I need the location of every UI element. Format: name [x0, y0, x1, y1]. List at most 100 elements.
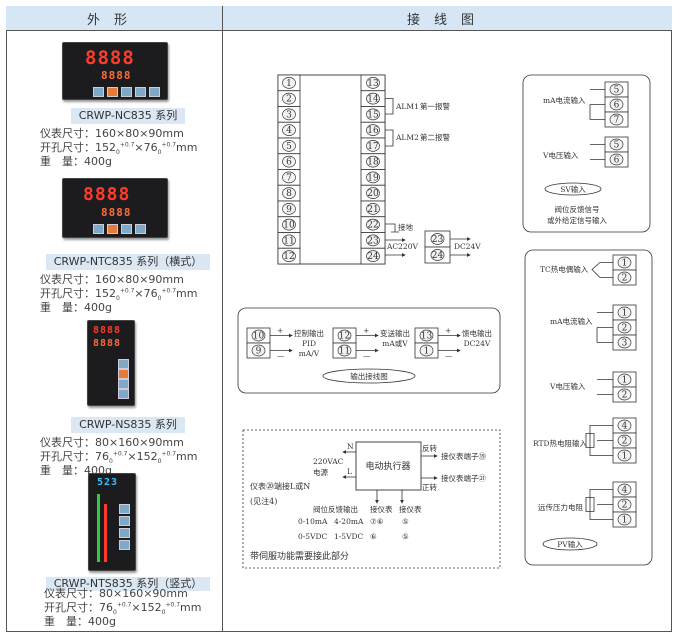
pv-wires: [585, 489, 613, 520]
terminal-number: 7: [286, 173, 292, 183]
product-name: CRWP-NC835 系列: [70, 108, 186, 124]
output-wiring-box: [237, 307, 501, 394]
terminal-circle: [366, 187, 380, 199]
pv-wires: [591, 262, 613, 278]
terminal-number: 6: [614, 101, 620, 111]
servo-note1: 仪表⑳端接L或N: [250, 481, 310, 491]
reverse-label: 反转: [422, 443, 437, 453]
product-image-nts835: 523: [88, 473, 136, 571]
terminal-number: 6: [614, 156, 620, 166]
terminal-circle: [419, 329, 434, 342]
pv-group-label: mA电流输入: [550, 316, 593, 326]
terminal-circle: [617, 256, 632, 269]
terminal-number: 16: [367, 126, 379, 136]
output-desc: 馈电输出: [462, 328, 492, 338]
sv-desc1: 阀位反馈信号: [555, 204, 600, 214]
terminal-number: 18: [367, 158, 379, 168]
pv-group-label: TC热电偶输入: [540, 264, 589, 274]
header-wiring: 接线图: [223, 6, 672, 31]
terminal-number: 23: [367, 236, 379, 246]
svg-text:⑦⑥: ⑦⑥: [370, 517, 384, 526]
svg-text:1-5VDC: 1-5VDC: [334, 532, 364, 541]
svg-text:⑥: ⑥: [370, 532, 377, 541]
terminal-circle: [282, 124, 296, 136]
pv-wires: [596, 312, 613, 343]
alm2-desc: 第二报警: [420, 132, 450, 142]
alm1-desc: 第一报警: [420, 101, 450, 111]
minus-sign: —: [363, 351, 371, 360]
terminal-number: 2: [622, 391, 628, 401]
terminal-circle: [419, 344, 434, 357]
terminal-number: 11: [339, 347, 350, 357]
terminal-circle: [609, 113, 624, 126]
output-desc: mA或V: [382, 338, 408, 348]
terminal-number: 8: [286, 189, 292, 199]
product-ntc835: CRWP-NTC835 系列（横式） 仪表尺寸：160×80×90mm 开孔尺寸…: [40, 250, 216, 315]
product-ns835: CRWP-NS835 系列 仪表尺寸：80×160×90mm 开孔尺寸：760+…: [40, 417, 198, 477]
column-divider: [222, 6, 223, 632]
terminal-number: 13: [367, 79, 379, 89]
terminal-circle: [366, 155, 380, 168]
terminal-circle: [282, 92, 296, 105]
terminal-circle: [617, 373, 632, 386]
terminal-number: 1: [622, 452, 628, 462]
terminal-circle: [337, 329, 352, 342]
terminal-circle: [282, 203, 296, 215]
terminal-number: 11: [283, 236, 294, 246]
svg-text:接仪表: 接仪表: [370, 504, 393, 514]
terminal-number: 17: [367, 142, 379, 152]
actuator-label: 电动执行器: [365, 460, 410, 472]
alm2-label: ALM2: [395, 133, 419, 142]
product-image-nc835: 8888 8888: [62, 42, 168, 100]
terminal-number: 1: [622, 516, 628, 526]
svg-text:N: N: [347, 442, 354, 451]
terminal-circle: [282, 250, 296, 262]
actuator-box: [355, 441, 422, 491]
terminal-number: 5: [614, 141, 620, 151]
terminal-circle: [366, 218, 380, 231]
dc24v-label: DC24V: [454, 242, 481, 251]
minus-sign: —: [277, 351, 285, 360]
terminal-circle: [282, 155, 296, 168]
pv-input-box: [524, 249, 653, 566]
terminal-number: 10: [283, 221, 295, 231]
terminal-circle: [366, 108, 380, 121]
terminal-number: 15: [367, 110, 379, 120]
header-appearance: 外形: [6, 6, 222, 31]
terminal-number: 2: [622, 501, 628, 511]
terminal-circle: [617, 419, 632, 432]
terminal-circle: [282, 187, 296, 199]
terminal-number: 1: [286, 79, 292, 89]
terminal-number: 21: [367, 205, 378, 215]
terminal-number: 9: [256, 347, 262, 357]
weight-label: 重 量：: [44, 615, 88, 628]
product-image-ntc835: 8888 8888: [62, 178, 168, 238]
terminal-number: 2: [622, 437, 628, 447]
product-image-ns835: 8888 8888: [87, 320, 135, 406]
pv-title: PV输入: [557, 539, 583, 549]
terminal-circle: [617, 498, 632, 511]
terminal-circle: [251, 344, 266, 357]
forward-label: 正转: [422, 482, 437, 492]
sv-wires: [589, 89, 605, 160]
plus-sign: +: [445, 326, 451, 335]
product-name: CRWP-NTC835 系列（横式）: [45, 254, 211, 270]
output-desc: 变送输出: [380, 328, 410, 338]
terminal-number: 20: [367, 189, 379, 199]
terminal-circle: [617, 434, 632, 447]
terminal-number: 4: [622, 486, 628, 496]
terminal-circle: [282, 140, 296, 152]
terminal-circle: [282, 171, 296, 184]
terminal-number: 5: [614, 86, 620, 96]
terminal-number: 3: [286, 110, 292, 120]
terminal-circle: [617, 336, 632, 349]
terminal-circle: [609, 153, 624, 166]
servo-box: [242, 429, 501, 569]
terminal-number: 3: [622, 339, 628, 349]
terminal-circle: [366, 250, 380, 262]
terminal-number: 7: [614, 116, 620, 126]
terminal-circle: [609, 138, 624, 151]
terminal-circle: [251, 329, 266, 342]
terminal-circle: [366, 140, 380, 152]
